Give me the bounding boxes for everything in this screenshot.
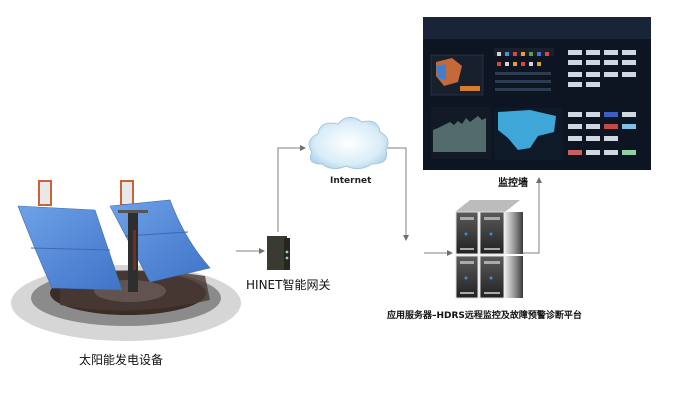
solar-dish-icon [11,180,241,341]
cloud-icon [308,117,389,170]
gateway-label: HINET智能网关 [246,278,331,292]
server-label: 应用服务器–HDRS远程监控及故障预警诊断平台 [387,311,582,321]
connector-lines [236,145,542,256]
monitor-wall-icon [423,17,651,170]
internet-label: Internet [330,176,372,186]
monitor-wall-label: 监控墙 [498,178,528,189]
gateway-device-icon [267,236,290,270]
server-stack-icon [455,200,523,299]
solar-label: 太阳能发电设备 [79,353,164,367]
